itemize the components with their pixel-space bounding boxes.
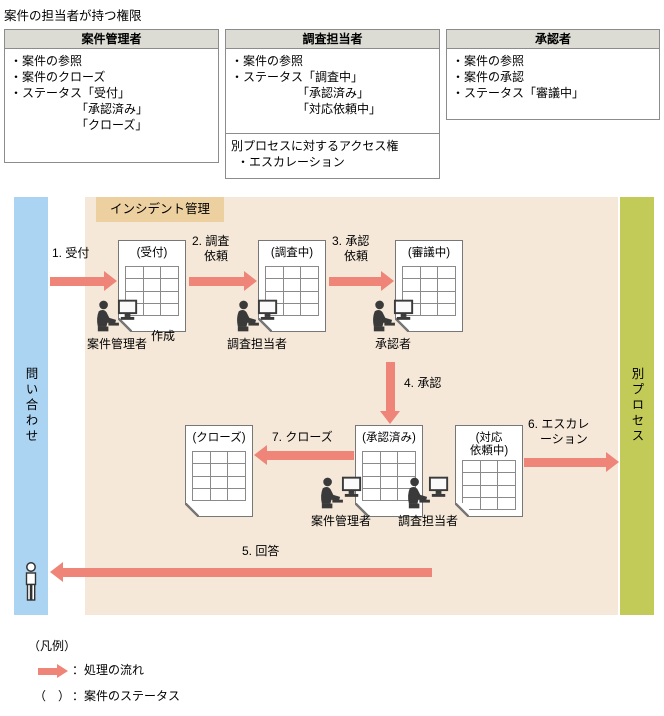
inquiry-label: 問い合わせ xyxy=(23,367,38,445)
flow-label-2: 2. 調査 依頼 xyxy=(192,234,230,263)
status-doc-closed: (クローズ) xyxy=(185,425,253,517)
permission-line: ・ステータス「受付」 xyxy=(10,86,131,100)
permission-line: ・エスカレーション xyxy=(237,155,345,169)
flow-arrow-3-approval-request xyxy=(329,267,394,295)
doc-fold xyxy=(455,503,469,517)
column-header-investigator: 調査担当者 xyxy=(226,30,439,49)
doc-grid xyxy=(362,451,416,501)
worker-icon xyxy=(96,299,138,333)
doc-fold xyxy=(258,318,272,332)
permission-line: 「クローズ」 xyxy=(10,118,148,132)
permission-line: ・ステータス「審議中」 xyxy=(452,86,585,100)
actor-label: 案件管理者 xyxy=(86,337,147,351)
doc-grid xyxy=(462,460,516,510)
flow-label-6: 6. エスカレ ーション xyxy=(528,417,590,446)
permissions-column-case-manager: 案件管理者 ・案件の参照 ・案件のクローズ ・ステータス「受付」 「承認済み」 … xyxy=(4,29,219,163)
flow-arrow-5-answer xyxy=(50,558,432,586)
flow-label-7: 7. クローズ xyxy=(272,430,333,444)
actor-approver: 承認者 xyxy=(358,297,428,352)
status-label-closed: (クローズ) xyxy=(192,432,246,444)
status-label-approved: (承認済み) xyxy=(362,432,416,444)
customer-icon xyxy=(25,562,37,601)
permission-line: 「承認済み」 xyxy=(10,102,149,116)
actor-label: 調査担当者 xyxy=(226,337,287,351)
legend-flow-arrow-icon xyxy=(38,661,68,681)
permissions-sub-other-process: 別プロセスに対するアクセス権 ・エスカレーション xyxy=(225,133,440,179)
column-body-approver: ・案件の参照 ・案件の承認 ・ステータス「審議中」 xyxy=(447,49,659,105)
legend-status-label: ：案件のステータス xyxy=(72,689,181,703)
flow-label-5: 5. 回答 xyxy=(242,544,280,558)
status-doc-deliberating: (審議中) xyxy=(395,240,463,332)
legend-status-symbol: （ ） xyxy=(34,689,71,703)
flow-arrow-7-close xyxy=(254,441,354,469)
column-header-approver: 承認者 xyxy=(447,30,659,49)
actor-label: 調査担当者 xyxy=(397,514,458,528)
flow-arrow-6-escalation xyxy=(524,448,619,476)
status-label-received: (受付) xyxy=(136,247,168,259)
flow-label-1: 1. 受付 xyxy=(52,246,90,260)
flow-arrow-4-approve xyxy=(376,362,404,424)
inquiry-bar: 問い合わせ xyxy=(14,197,48,615)
permission-line: ・ステータス「調査中」 xyxy=(231,70,364,84)
status-doc-response-requested: (対応 依頼中) xyxy=(455,425,523,517)
status-label-response-requested: (対応 依頼中) xyxy=(469,432,509,457)
create-note: 作成 xyxy=(151,329,176,343)
actor-case-manager-1: 案件管理者 xyxy=(82,297,152,352)
doc-fold xyxy=(185,503,199,517)
actor-label: 案件管理者 xyxy=(310,514,371,528)
doc-grid xyxy=(265,266,319,316)
status-label-investigating: (調査中) xyxy=(270,247,314,259)
flow-label-3: 3. 承認 依頼 xyxy=(332,234,370,263)
flow-label-4: 4. 承認 xyxy=(404,376,442,390)
status-label-deliberating: (審議中) xyxy=(407,247,451,259)
worker-icon xyxy=(320,476,362,510)
flow-arrow-1-receive xyxy=(50,267,117,295)
permission-line: ・案件の承認 xyxy=(452,70,525,84)
column-body-investigator: ・案件の参照 ・ステータス「調査中」 「承認済み」 「対応依頼中」 xyxy=(226,49,439,121)
permission-line: 「承認済み」 xyxy=(231,86,370,100)
column-body-case-manager: ・案件の参照 ・案件のクローズ ・ステータス「受付」 「承認済み」 「クローズ」 xyxy=(5,49,218,137)
permission-line: ・案件のクローズ xyxy=(10,70,106,84)
legend-flow-label: ：処理の流れ xyxy=(72,663,145,677)
doc-fold xyxy=(118,318,132,332)
doc-fold xyxy=(395,318,409,332)
permission-line: ・案件の参照 xyxy=(452,54,525,68)
other-process-label: 別プロセス xyxy=(629,367,644,445)
permission-line: ・案件の参照 xyxy=(10,54,83,68)
permissions-column-approver: 承認者 ・案件の参照 ・案件の承認 ・ステータス「審議中」 xyxy=(446,29,660,120)
permission-line: 「対応依頼中」 xyxy=(231,102,382,116)
doc-grid xyxy=(192,451,246,501)
permission-line: ・案件の参照 xyxy=(231,54,304,68)
actor-label: 承認者 xyxy=(374,337,411,351)
actor-case-manager-2: 案件管理者 xyxy=(306,474,376,529)
worker-icon xyxy=(372,299,414,333)
legend-title: （凡例） xyxy=(28,639,77,653)
other-process-bar: 別プロセス xyxy=(620,197,654,615)
worker-icon xyxy=(407,476,449,510)
flow-arrow-2-investigation-request xyxy=(189,267,257,295)
column-header-case-manager: 案件管理者 xyxy=(5,30,218,49)
sub-section-title: 別プロセスに対するアクセス権 xyxy=(231,139,399,153)
permissions-column-investigator: 調査担当者 ・案件の参照 ・ステータス「調査中」 「承認済み」 「対応依頼中」 xyxy=(225,29,440,134)
actor-investigator-2: 調査担当者 xyxy=(393,474,463,529)
worker-icon xyxy=(236,299,278,333)
page-title: 案件の担当者が持つ権限 xyxy=(4,9,142,23)
incident-management-label: インシデント管理 xyxy=(96,197,224,222)
doc-fold xyxy=(355,503,369,517)
actor-investigator-1: 調査担当者 xyxy=(222,297,292,352)
